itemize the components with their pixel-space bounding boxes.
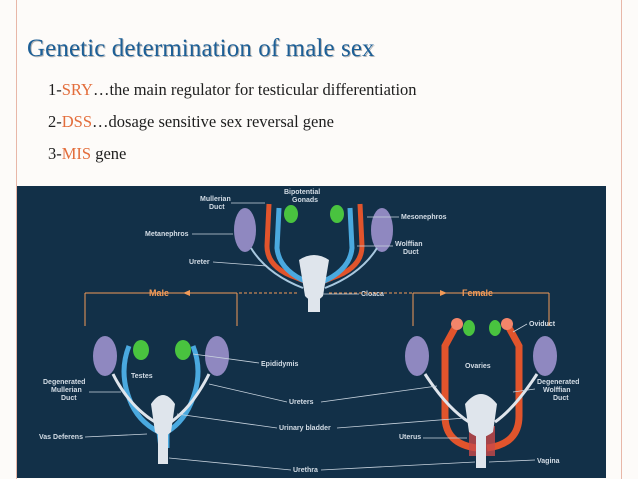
label-deg-mullerian-3: Duct <box>61 395 77 402</box>
sex-differentiation-diagram: Bipotential Gonads Mullerian Duct Mesone… <box>17 186 606 478</box>
label-bipotential: Bipotential <box>284 189 320 196</box>
label-testes: Testes <box>131 373 153 380</box>
label-mullerian-duct: Duct <box>209 204 225 211</box>
leader-ureter <box>212 261 268 267</box>
leader-urethra-female <box>320 461 476 471</box>
female-bladder <box>465 394 497 437</box>
leader-epididymis <box>192 353 260 364</box>
ureter-left <box>250 247 304 289</box>
female-kidney-left <box>405 336 429 376</box>
female-ureter-left <box>423 373 470 424</box>
male-kidney-left <box>93 336 117 376</box>
ureter-right <box>324 247 378 289</box>
point-mis: 3-MIS gene <box>48 144 126 164</box>
testis-left <box>133 340 149 360</box>
label-metanephros: Metanephros <box>145 231 189 238</box>
leader-bladder-female <box>336 417 466 429</box>
label-oviduct: Oviduct <box>529 321 556 328</box>
point-sry: 1-SRY…the main regulator for testicular … <box>48 80 417 100</box>
label-ovaries: Ovaries <box>465 363 491 370</box>
point-number: 3- <box>48 144 62 163</box>
male-arrowhead <box>183 290 190 296</box>
branch-arrows <box>84 290 550 326</box>
label-female: Female <box>462 288 493 298</box>
leader-ureters-female <box>320 385 438 403</box>
gene-mis: MIS <box>61 144 92 163</box>
wolffian-duct-right <box>320 207 355 285</box>
label-deg-wolffian-3: Duct <box>553 395 569 402</box>
point-text: gene <box>91 144 127 163</box>
ovary-right <box>489 320 501 336</box>
slide-border-left <box>16 0 17 479</box>
gene-sry: SRY <box>61 80 93 99</box>
testis-right <box>175 340 191 360</box>
gonad-right <box>330 205 344 223</box>
slide-border-right <box>621 0 622 479</box>
label-ureters: Ureters <box>289 399 314 406</box>
wolffian-duct-left <box>274 207 309 285</box>
leader-vas-deferens <box>84 433 148 438</box>
point-text: …the main regulator for testicular diffe… <box>92 80 417 99</box>
label-mesonephros: Mesonephros <box>401 214 447 221</box>
label-urethra: Urethra <box>293 467 318 474</box>
male-anatomy <box>93 336 229 464</box>
fimbria-left <box>451 318 463 330</box>
metanephros-left <box>234 208 256 252</box>
male-urethra <box>158 432 168 464</box>
label-gonads: Gonads <box>292 197 318 204</box>
label-deg-wolffian-1: Degenerated <box>537 379 579 386</box>
label-epididymis: Epididymis <box>261 361 298 368</box>
cloaca-stem <box>308 296 320 312</box>
label-uterus: Uterus <box>399 434 421 441</box>
label-deg-mullerian-2: Mullerian <box>51 387 82 394</box>
slide-title: Genetic determination of male sex <box>27 35 375 62</box>
label-wolffian-duct: Duct <box>403 249 419 256</box>
point-number: 1- <box>48 80 62 99</box>
male-ureter-left <box>111 373 156 424</box>
leader-deg-wolffian <box>512 388 536 393</box>
leader-vagina <box>488 459 536 463</box>
label-deg-wolffian-2: Wolffian <box>543 387 570 394</box>
leader-bladder-male <box>176 413 278 429</box>
label-mullerian: Mullerian <box>200 196 231 203</box>
cloaca-shape <box>299 255 329 301</box>
label-vagina: Vagina <box>537 458 560 465</box>
label-ureter: Ureter <box>189 259 210 266</box>
female-anatomy <box>405 318 557 468</box>
ovary-left <box>463 320 475 336</box>
indifferent-stage <box>234 203 393 312</box>
label-male: Male <box>149 288 169 298</box>
leader-urethra-male <box>168 457 292 471</box>
metanephros-right <box>371 208 393 252</box>
female-kidney-right <box>533 336 557 376</box>
female-urethra <box>476 432 486 468</box>
diagram-svg: Bipotential Gonads Mullerian Duct Mesone… <box>17 186 606 478</box>
male-bladder <box>151 395 175 436</box>
label-wolffian: Wolffian <box>395 241 422 248</box>
fimbria-right <box>501 318 513 330</box>
point-number: 2- <box>48 112 62 131</box>
point-dss: 2-DSS…dosage sensitive sex reversal gene <box>48 112 334 132</box>
label-deg-mullerian-1: Degenerated <box>43 379 85 386</box>
point-text: …dosage sensitive sex reversal gene <box>92 112 334 131</box>
label-urinary-bladder: Urinary bladder <box>279 425 331 432</box>
label-vas-deferens: Vas Deferens <box>39 434 83 441</box>
gonad-left <box>284 205 298 223</box>
leader-ureters-male <box>208 383 288 403</box>
female-ureter-right <box>494 373 539 424</box>
male-ureter-right <box>170 373 211 424</box>
label-cloaca: Cloaca <box>361 291 384 298</box>
gene-dss: DSS <box>61 112 93 131</box>
male-kidney-right <box>205 336 229 376</box>
leader-oviduct <box>512 323 528 333</box>
